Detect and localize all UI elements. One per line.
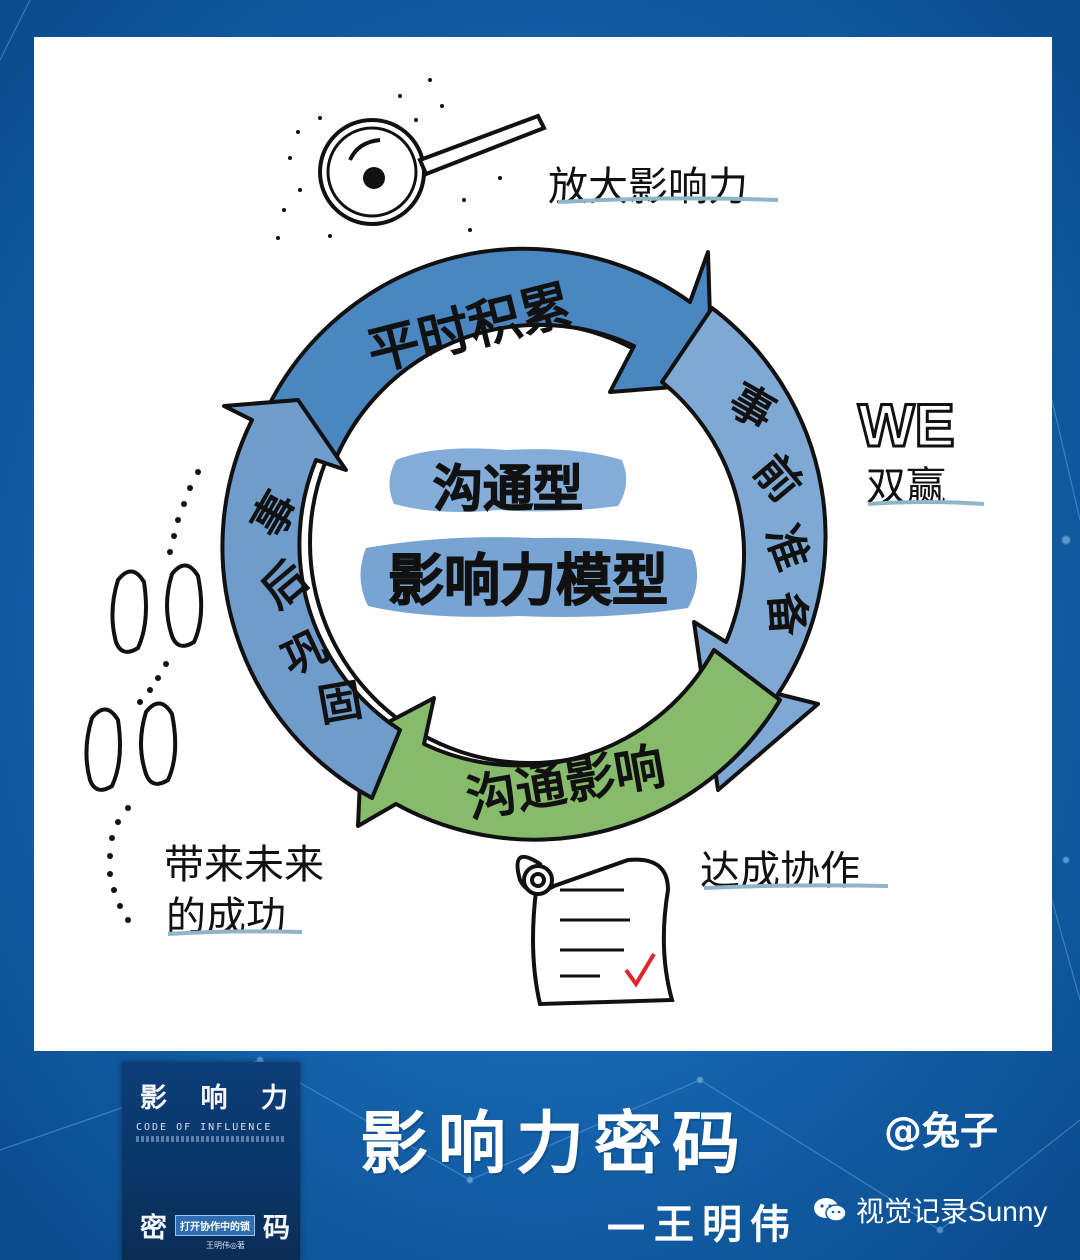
creator-handle: @兔子 <box>884 1100 998 1155</box>
cover-english-title: CODE OF INFLUENCE <box>136 1122 272 1133</box>
book-cover: 影 响 力 CODE OF INFLUENCE 密 打开协作中的锁 码 王明伟◎… <box>122 1062 300 1260</box>
cover-blurb <box>136 1136 286 1142</box>
cover-title-char: 力 <box>261 1076 290 1115</box>
cover-title-char: 密 <box>140 1206 167 1245</box>
center-title-line1: 沟通型 <box>433 460 583 518</box>
center-title-line2: 影响力模型 <box>388 549 668 614</box>
wechat-icon <box>812 1196 848 1224</box>
page-title: 影响力密码 <box>360 1088 750 1187</box>
cover-subtitle: 打开协作中的锁 <box>175 1215 255 1236</box>
cover-author: 王明伟◎著 <box>206 1240 245 1251</box>
magnifier-icon <box>276 78 544 240</box>
cover-title-char: 影 <box>140 1076 169 1115</box>
note-magnify: 放大影响力 <box>548 164 748 210</box>
wechat-watermark: 视觉记录Sunny <box>812 1190 1047 1230</box>
author-credit: —王明伟 <box>606 1192 798 1250</box>
cover-title-char: 码 <box>263 1206 290 1245</box>
note-future-1: 带来未来 <box>164 842 324 888</box>
arc-right-label-4: 备 <box>760 590 814 638</box>
wechat-account-name: 视觉记录Sunny <box>856 1190 1047 1230</box>
scroll-icon <box>518 857 673 1004</box>
cover-title-char: 响 <box>201 1076 230 1115</box>
footprints-icon <box>86 565 201 789</box>
note-we: WE <box>858 392 955 459</box>
arc-left-label-4: 固 <box>314 675 366 733</box>
